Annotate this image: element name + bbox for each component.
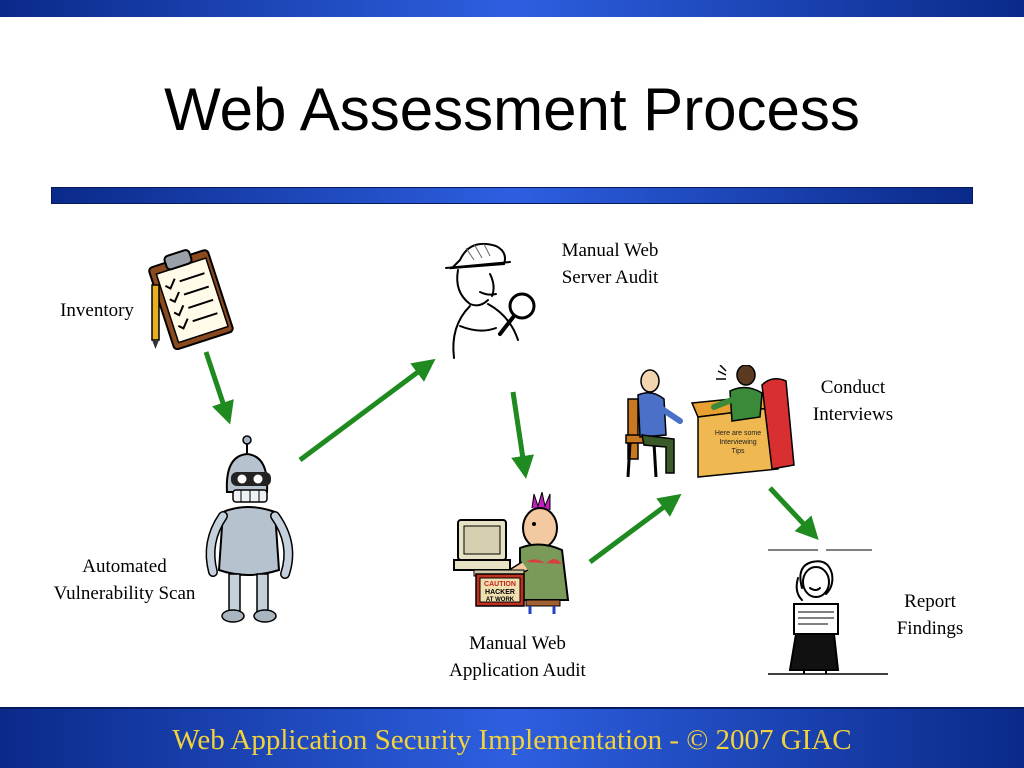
caution-sign-line3: AT WORK bbox=[486, 597, 515, 603]
title-underline-bar bbox=[51, 187, 973, 204]
slide-title: Web Assessment Process bbox=[164, 76, 860, 143]
step-server-audit-label: Manual Web Server Audit bbox=[561, 240, 659, 288]
desk-note-line3: Tips bbox=[732, 448, 745, 455]
arrow-server-audit-to-app-audit bbox=[510, 391, 534, 479]
footer-text: Web Application Security Implementation … bbox=[172, 724, 852, 756]
person-reading-report-icon bbox=[768, 548, 888, 676]
footer-bar: Web Application Security Implementation … bbox=[0, 707, 1024, 768]
desk-note-line2: Interviewing bbox=[719, 439, 756, 446]
arrow-app-audit-to-interviews bbox=[588, 493, 682, 565]
detective-magnifier-icon bbox=[430, 230, 550, 360]
desk-note-line1: Here are some bbox=[715, 430, 761, 437]
arrow-scan-to-server-audit bbox=[298, 358, 436, 463]
top-accent-bar bbox=[0, 0, 1024, 17]
step-automated-scan-label: Automated Vulnerability Scan bbox=[53, 556, 196, 604]
robot-icon bbox=[195, 432, 305, 632]
hacker-computer-icon: CAUTION HACKER AT WORK bbox=[450, 491, 580, 617]
caution-sign-line2: HACKER bbox=[485, 589, 515, 596]
arrow-interviews-to-report bbox=[768, 486, 819, 541]
step-inventory-label: Inventory bbox=[60, 300, 134, 321]
clipboard-checklist-icon bbox=[140, 245, 240, 351]
arrow-inventory-to-scan bbox=[203, 351, 234, 425]
step-report-label: Report Findings bbox=[896, 591, 964, 639]
interview-desk-icon: Here are some Interviewing Tips bbox=[622, 364, 797, 483]
step-interviews-label: Conduct Interviews bbox=[812, 377, 894, 425]
step-app-audit-label: Manual Web Application Audit bbox=[449, 633, 586, 681]
caution-sign-line1: CAUTION bbox=[484, 581, 516, 588]
